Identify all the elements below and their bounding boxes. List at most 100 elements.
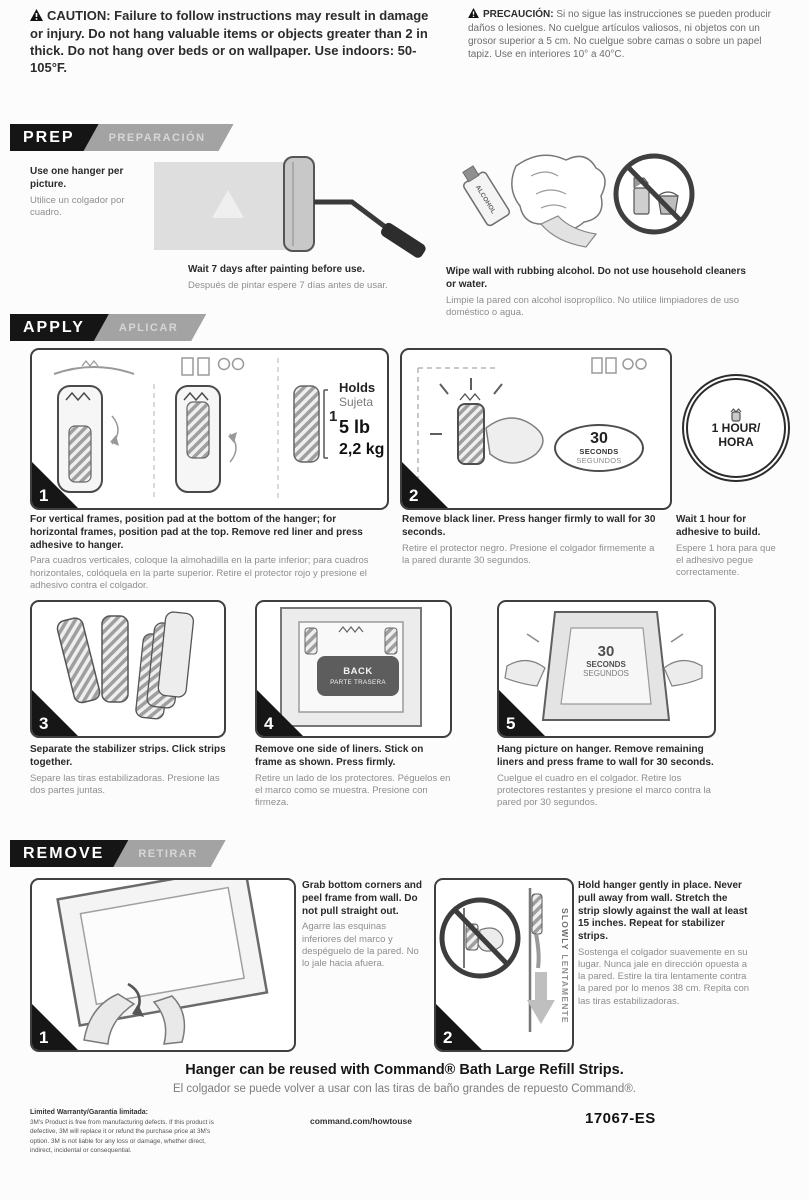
part-number: 17067-ES	[585, 1110, 656, 1127]
remove-step2-box: SLOWLY LENTAMENTE 2	[434, 878, 574, 1052]
apply-step5-caption: Hang picture on hanger. Remove remaining…	[497, 744, 719, 809]
caption-es: Agarre las esquinas inferiores del marco…	[302, 921, 419, 969]
clicked-strips-stack	[135, 611, 195, 720]
hanger-pad-bottom-icon	[57, 385, 119, 493]
frame-orientation-icons	[591, 357, 647, 374]
banner-subtitle-text: PREPARACIÓN	[108, 131, 206, 144]
banner-title-text: PREP	[23, 128, 75, 146]
apply-step4-caption: Remove one side of liners. Stick on fram…	[255, 744, 451, 809]
step-number: 4	[264, 714, 274, 733]
banner-subtitle: PREPARACIÓN	[81, 124, 234, 151]
caption-es: Sostenga el colgador suavemente en su lu…	[578, 946, 750, 1007]
banner-title: APPLY	[10, 314, 109, 341]
slowly-en: SLOWLY	[560, 908, 570, 951]
caption-es: Retire un lado de los protectores. Pégue…	[255, 772, 451, 808]
prep-note: Use one hanger per picture. Utilice un c…	[30, 166, 132, 219]
warning-icon	[30, 9, 43, 26]
hanger-on-wall-icon	[457, 403, 485, 465]
reuse-statement-en: Hanger can be reused with Command® Bath …	[185, 1062, 624, 1078]
step-number: 2	[409, 486, 419, 505]
banner-title: REMOVE	[10, 840, 128, 867]
weight-lb: 5 lb	[339, 417, 371, 437]
caution-english: CAUTION: Failure to follow instructions …	[30, 8, 438, 77]
step-number: 5	[506, 714, 516, 733]
alcohol-bottle-icon: ALCOHOL	[462, 165, 511, 227]
prep-note-es: Utilice un colgador por cuadro.	[30, 194, 125, 218]
banner-subtitle: RETIRAR	[110, 840, 225, 867]
hand-pressing-icon	[485, 417, 544, 464]
holds-label-es: Sujeta	[339, 395, 374, 409]
apply-step5-box: 30 SECONDS SEGUNDOS 5	[497, 600, 716, 738]
paint-roller-illustration	[152, 154, 440, 263]
holds-rating: Holds Sujeta 5 lb 2,2 kg	[339, 380, 385, 459]
warranty-body: 3M's Product is free from manufacturing …	[30, 1119, 214, 1154]
strip-count: 1	[329, 408, 338, 425]
caption-es: Retire el protector negro. Presione el c…	[402, 542, 655, 566]
caption-en: Remove one side of liners. Stick on fram…	[255, 744, 424, 768]
caution-text: Failure to follow instructions may resul…	[30, 8, 429, 75]
no-household-cleaners-icon	[613, 153, 695, 235]
website-url: command.com/howtouse	[310, 1116, 413, 1126]
press-time-on-frame: 30 SECONDS SEGUNDOS	[561, 644, 651, 678]
caption-en: Wait 1 hour for adhesive to build.	[676, 514, 761, 538]
apply-wait-caption: Wait 1 hour for adhesive to build. Esper…	[676, 514, 782, 579]
slowly-es: LENTAMENTE	[560, 954, 570, 1024]
frame-back-label: BACK PARTE TRASERA	[317, 656, 399, 696]
warranty-block: Limited Warranty/Garantía limitada: 3M's…	[30, 1108, 225, 1155]
apply-step1-box: 1 Holds Sujeta 5 lb 2,2 kg 1	[30, 348, 389, 510]
press-frame-illustration	[504, 611, 703, 721]
hand-right-icon	[663, 659, 703, 687]
apply-step3-caption: Separate the stabilizer strips. Click st…	[30, 744, 235, 797]
remove-step1-box: 1	[30, 878, 296, 1052]
warranty-title: Limited Warranty/Garantía limitada:	[30, 1109, 148, 1116]
adhesive-strip-icon	[293, 385, 320, 463]
frame-orientation-icons	[181, 357, 245, 376]
caption-es: Para cuadros verticales, coloque la almo…	[30, 555, 369, 591]
banner-subtitle: APLICAR	[91, 314, 206, 341]
caution-label: PRECAUCIÓN:	[483, 9, 554, 20]
banner-subtitle-text: APLICAR	[118, 321, 179, 334]
hanger-pad-placement-illustration	[53, 357, 328, 498]
seconds-value: 30	[590, 430, 608, 447]
weight-kg: 2,2 kg	[339, 441, 385, 458]
down-arrow-icon	[527, 972, 555, 1024]
apply-step3-box: 3	[30, 600, 226, 738]
prep-wipe-caption-es: Limpie la pared con alcohol isopropílico…	[446, 294, 740, 318]
holds-label-en: Holds	[339, 380, 376, 395]
section-banner-apply: APPLY APLICAR	[10, 314, 206, 341]
prep-paint-caption-en: Wait 7 days after painting before use.	[188, 264, 365, 275]
no-pulling-icon	[439, 897, 521, 979]
back-label-en: BACK	[343, 666, 373, 677]
prep-wipe-caption-en: Wipe wall with rubbing alcohol. Do not u…	[446, 266, 746, 290]
peel-arrow-icon	[132, 1004, 144, 1017]
caption-es: Espere 1 hora para que el adhesivo pegue…	[676, 542, 776, 578]
remove-step1-caption: Grab bottom corners and peel frame from …	[302, 880, 426, 970]
reuse-statement-es: El colgador se puede volver a usar con l…	[173, 1083, 636, 1095]
peel-frame-illustration	[56, 880, 269, 1045]
banner-title-text: REMOVE	[23, 844, 105, 862]
seconds-label-en: SECONDS	[586, 659, 626, 669]
prep-wipe-caption: Wipe wall with rubbing alcohol. Do not u…	[446, 266, 746, 319]
apply-step1-caption: For vertical frames, position pad at the…	[30, 514, 382, 592]
slowly-label: SLOWLY LENTAMENTE	[560, 908, 570, 1024]
stabilizer-strips-illustration	[56, 611, 195, 720]
press-time-callout: 30 SECONDS SEGUNDOS	[554, 424, 644, 472]
caption-en: Remove black liner. Press hanger firmly …	[402, 514, 656, 538]
step-number: 1	[39, 486, 49, 505]
wipe-wall-illustration: ALCOHOL	[446, 146, 704, 267]
back-label-es: PARTE TRASERA	[330, 679, 386, 686]
step-number: 1	[39, 1028, 49, 1047]
hanger-pad-top-icon	[175, 385, 237, 493]
banner-subtitle-text: RETIRAR	[138, 847, 198, 860]
remove-step2-caption: Hold hanger gently in place. Never pull …	[578, 880, 750, 1008]
banner-title-text: APPLY	[23, 318, 85, 336]
caption-es: Separe las tiras estabilizadoras. Presio…	[30, 772, 220, 796]
caption-en: Hang picture on hanger. Remove remaining…	[497, 744, 714, 768]
step-number: 2	[443, 1028, 453, 1047]
seconds-label-es: SEGUNDOS	[583, 668, 629, 678]
wait-line1: 1 HOUR/	[711, 420, 761, 435]
apply-step2-box: 30 SECONDS SEGUNDOS 2	[400, 348, 672, 510]
prep-paint-caption-es: Después de pintar espere 7 días antes de…	[188, 279, 388, 291]
section-banner-prep: PREP PREPARACIÓN	[10, 124, 234, 151]
